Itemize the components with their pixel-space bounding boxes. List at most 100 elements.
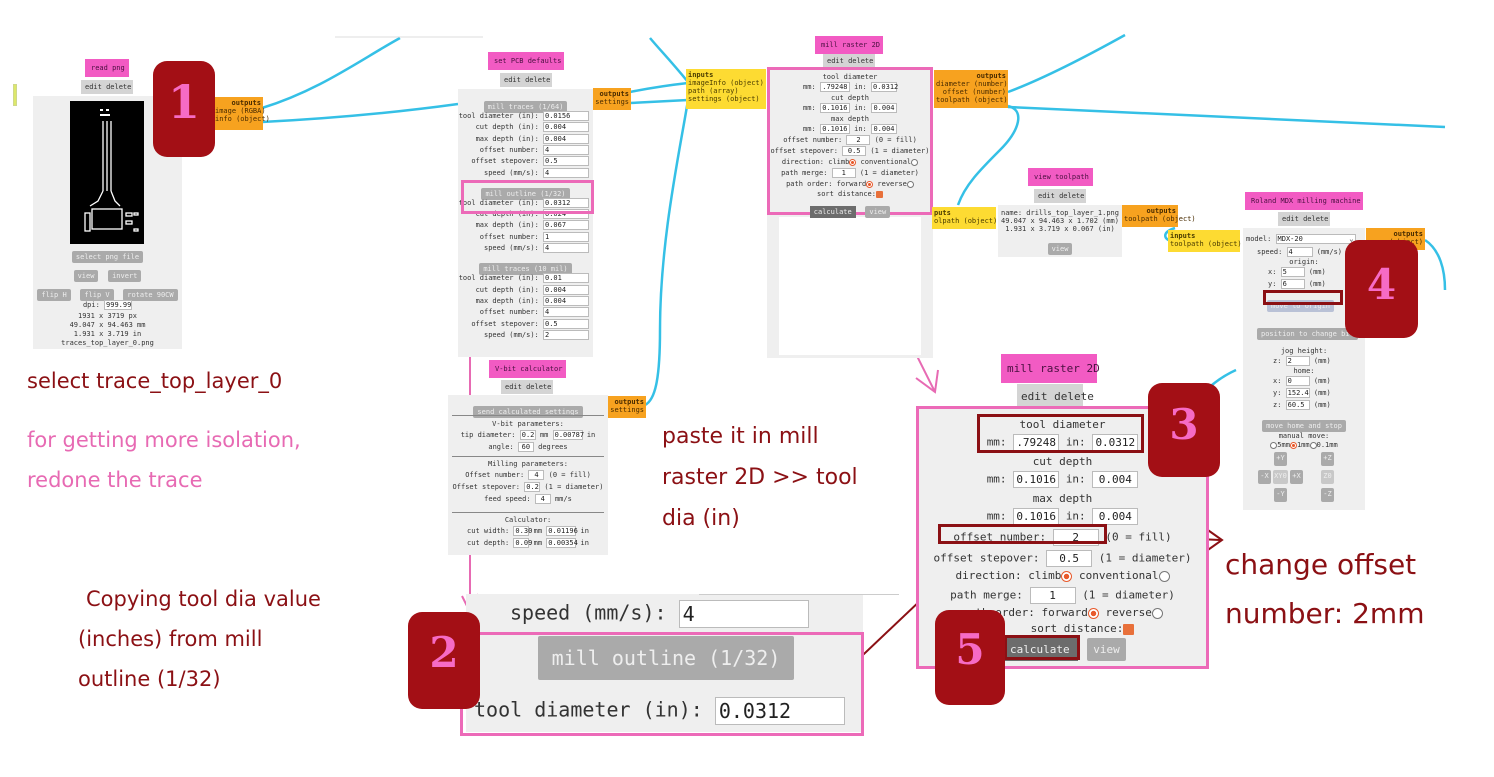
field-input[interactable]: 0.0156 [543, 111, 589, 121]
view-toolpath-edit-delete[interactable]: edit delete [1034, 189, 1086, 203]
home-y-input[interactable]: 152.4 [1285, 388, 1310, 398]
mill-raster-title[interactable]: mill raster 2D [815, 36, 883, 54]
field-input[interactable]: 0.024 [543, 209, 589, 220]
rotate-button[interactable]: rotate 90CW [123, 289, 178, 301]
cut-width-in[interactable]: 0.01196 [546, 526, 578, 536]
change-bit-button[interactable]: position to change bit [1257, 328, 1358, 340]
jog-plus-z-button[interactable]: +Z [1321, 452, 1334, 466]
vbit-title[interactable]: V-bit calculator [489, 360, 566, 378]
input-port[interactable]: path (array) [688, 87, 739, 95]
zoom-raster-title[interactable]: mill raster 2D [1001, 354, 1100, 383]
view-button[interactable]: view [1047, 243, 1073, 255]
view-button[interactable]: view [73, 270, 99, 282]
field-input[interactable]: 4 [543, 307, 589, 318]
preset-button[interactable]: mill outline (1/32) [481, 187, 570, 200]
field-input[interactable]: 0.067 [543, 220, 589, 231]
forward-radio[interactable] [866, 180, 874, 188]
pcb-defaults-title[interactable]: set PCB defaults [488, 52, 564, 70]
field-input[interactable]: 2 [543, 329, 589, 340]
reverse-radio[interactable] [906, 180, 914, 188]
cut-depth-in-input[interactable]: 0.004 [870, 103, 897, 113]
forward-radio[interactable] [1087, 607, 1099, 619]
field-input[interactable]: 1 [543, 231, 589, 242]
roland-inputs[interactable]: inputs toolpath (object) [1168, 230, 1242, 252]
jog-minus-z-button[interactable]: -Z [1321, 488, 1334, 502]
speed-input[interactable]: 4 [678, 600, 809, 628]
send-calculated-settings-button[interactable]: send calculated settings [473, 406, 583, 418]
max-depth-mm-input[interactable]: 0.1016 [819, 124, 850, 134]
field-input[interactable]: 0.5 [543, 156, 589, 167]
output-port[interactable]: offset (number) [942, 88, 1006, 96]
vbit-edit-delete[interactable]: edit delete [501, 380, 553, 394]
cut-width-mm[interactable]: 0.30 [513, 526, 533, 536]
stepover-input[interactable]: 0.2 [524, 482, 541, 492]
origin-x-input[interactable]: 5 [1280, 267, 1305, 277]
zoom-raster-edit-delete[interactable]: edit delete [1017, 384, 1094, 409]
cut-depth-in-input[interactable]: 0.004 [1092, 471, 1139, 488]
field-input[interactable]: 0.004 [543, 284, 589, 295]
pcb-defaults-edit-delete[interactable]: edit delete [500, 73, 552, 87]
home-z-input[interactable]: 60.5 [1285, 400, 1310, 410]
field-input[interactable]: 0.0312 [543, 197, 589, 208]
select-png-file-button[interactable]: select png file [71, 251, 144, 263]
cut-depth-mm-input[interactable]: 0.1016 [819, 103, 850, 113]
max-depth-in-input[interactable]: 0.004 [870, 124, 897, 134]
output-port[interactable]: image (RGBA) [215, 107, 266, 115]
vbit-outputs[interactable]: outputs settings [608, 396, 646, 418]
flip-v-button[interactable]: flip V [80, 289, 114, 301]
output-port[interactable]: diameter (number) [936, 80, 1008, 88]
sort-distance-checkbox[interactable] [876, 190, 883, 198]
field-input[interactable]: 0.5 [543, 318, 589, 329]
jog-xy0-button[interactable]: XY0 [1273, 470, 1288, 484]
field-input[interactable]: 4 [543, 167, 589, 178]
cut-depth-mm[interactable]: 0.09 [513, 538, 533, 548]
read-png-title[interactable]: read png [85, 59, 129, 77]
field-input[interactable]: 4 [543, 144, 589, 155]
path-merge-input[interactable]: 1 [831, 168, 856, 178]
sort-distance-checkbox[interactable] [1123, 623, 1135, 635]
jog-minus-x-button[interactable]: -X [1258, 470, 1271, 484]
output-port[interactable]: settings [610, 406, 644, 414]
invert-button[interactable]: invert [108, 270, 142, 282]
jog-z0-button[interactable]: Z0 [1321, 470, 1334, 484]
field-input[interactable]: 0.01 [543, 273, 589, 284]
dpi-input[interactable]: 999.99 [104, 300, 133, 310]
reverse-radio[interactable] [1151, 607, 1163, 619]
calculate-button[interactable]: calculate [1002, 638, 1078, 661]
roland-title[interactable]: Roland MDX milling machine [1245, 192, 1363, 210]
output-port[interactable]: settings [595, 98, 629, 106]
view-toolpath-outputs[interactable]: outputs toolpath (object) [1122, 205, 1196, 227]
output-port[interactable]: toolpath (object) [1124, 215, 1196, 223]
home-x-input[interactable]: 0 [1285, 376, 1310, 386]
step-5mm-radio[interactable] [1270, 441, 1278, 449]
offset-number-input[interactable]: 2 [846, 135, 871, 145]
jog-z-input[interactable]: 2 [1285, 356, 1310, 366]
preset-button[interactable]: mill traces (10 mil) [479, 263, 572, 276]
cut-depth-mm-input[interactable]: 0.1016 [1013, 471, 1060, 488]
feed-input[interactable]: 4 [534, 494, 551, 504]
input-port[interactable]: toolpath (object) [1170, 240, 1242, 248]
max-depth-mm-input[interactable]: 0.1016 [1013, 508, 1060, 525]
field-input[interactable]: 0.004 [543, 295, 589, 306]
flip-h-button[interactable]: flip H [37, 289, 71, 301]
mill-raster-inputs[interactable]: inputs imageInfo (object) path (array) s… [686, 69, 766, 109]
tool-diameter-mm-input[interactable]: .79248 [1013, 434, 1060, 451]
tool-diameter-input[interactable]: 0.0312 [714, 697, 845, 725]
tip-in-input[interactable]: 0.00787 [552, 430, 585, 440]
climb-radio[interactable] [849, 158, 857, 166]
stepover-input[interactable]: 0.5 [1046, 550, 1093, 567]
jog-plus-y-button[interactable]: +Y [1274, 452, 1287, 466]
preset-button[interactable]: mill traces (1/64) [483, 101, 568, 113]
step-01mm-radio[interactable] [1309, 441, 1317, 449]
mill-raster-edit-delete[interactable]: edit delete [823, 54, 875, 68]
input-port[interactable]: imageInfo (object) [688, 79, 764, 87]
conventional-radio[interactable] [1158, 570, 1170, 582]
tool-diameter-mm-input[interactable]: .79248 [819, 82, 850, 92]
offset-number-input[interactable]: 4 [528, 470, 545, 480]
move-home-button[interactable]: move home and stop [1262, 420, 1346, 432]
conventional-radio[interactable] [911, 158, 919, 166]
origin-y-input[interactable]: 6 [1280, 279, 1305, 289]
input-port[interactable]: olpath (object) [934, 217, 998, 225]
output-port[interactable]: info (object) [215, 115, 270, 123]
step-1mm-radio[interactable] [1289, 441, 1297, 449]
